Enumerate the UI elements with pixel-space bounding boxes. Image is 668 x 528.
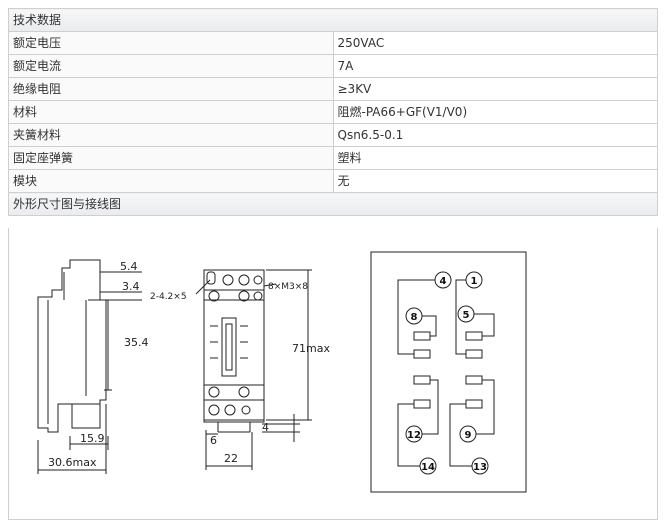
- terminal-8: 8: [411, 312, 418, 323]
- table-header-row: 技术数据: [8, 8, 658, 32]
- row-label: 固定座弹簧: [8, 146, 334, 170]
- table-row: 固定座弹簧 塑料: [8, 146, 658, 170]
- terminal-1: 1: [471, 276, 478, 287]
- dim-71max: 71max: [292, 342, 330, 355]
- table-row: 材料 阻燃-PA66+GF(V1/V0): [8, 100, 658, 124]
- row-value: 阻燃-PA66+GF(V1/V0): [332, 100, 658, 124]
- front-view-dims: 2-4.2×5 8×M3×8 71max 4 6 22: [150, 282, 330, 465]
- terminal-5: 5: [463, 310, 470, 321]
- table-row: 额定电流 7A: [8, 54, 658, 78]
- dim-15-9: 15.9: [80, 432, 105, 445]
- terminal-numbers: 4 1 8 5 12 9 14 13: [407, 276, 487, 473]
- terminal-14: 14: [421, 462, 435, 473]
- side-view-dims: 5.4 3.4 35.4 15.9 30.6max: [48, 260, 149, 469]
- front-view: [195, 269, 312, 470]
- row-value: Qsn6.5-0.1: [332, 123, 658, 147]
- dim-6: 6: [210, 434, 217, 447]
- row-value: ≥3KV: [332, 77, 658, 101]
- terminal-9: 9: [465, 430, 472, 441]
- terminal-13: 13: [473, 462, 487, 473]
- dim-35-4: 35.4: [124, 336, 149, 349]
- terminal-12: 12: [407, 430, 421, 441]
- terminal-4: 4: [440, 276, 447, 287]
- row-value: 无: [332, 169, 658, 193]
- row-label: 模块: [8, 169, 334, 193]
- contact-marks: [210, 325, 248, 359]
- row-label: 夹簧材料: [8, 123, 334, 147]
- dim-3-4: 3.4: [122, 280, 140, 293]
- diagram-header: 外形尺寸图与接线图: [8, 192, 658, 216]
- table-row: 模块 无: [8, 169, 658, 193]
- side-view: [37, 259, 142, 474]
- screw-terminals: [208, 274, 263, 416]
- diagram-cell: [8, 228, 658, 520]
- dim-30-6max: 30.6max: [48, 456, 97, 469]
- dim-5-4: 5.4: [120, 260, 138, 273]
- diagram-header-row: 外形尺寸图与接线图: [8, 192, 658, 216]
- wiring-diagram: [370, 251, 527, 493]
- row-value: 塑料: [332, 146, 658, 170]
- row-value: 7A: [332, 54, 658, 78]
- dim-4: 4: [262, 421, 269, 434]
- dim-screws: 8×M3×8: [268, 282, 308, 292]
- row-label: 额定电流: [8, 54, 334, 78]
- dim-22: 22: [224, 452, 238, 465]
- table-row: 夹簧材料 Qsn6.5-0.1: [8, 123, 658, 147]
- table-header: 技术数据: [8, 8, 658, 32]
- spec-table: 技术数据 额定电压 250VAC 额定电流 7A 绝缘电阻 ≥3KV 材料 阻燃…: [8, 8, 658, 216]
- dim-mount-hole: 2-4.2×5: [150, 292, 187, 302]
- row-value: 250VAC: [332, 31, 658, 55]
